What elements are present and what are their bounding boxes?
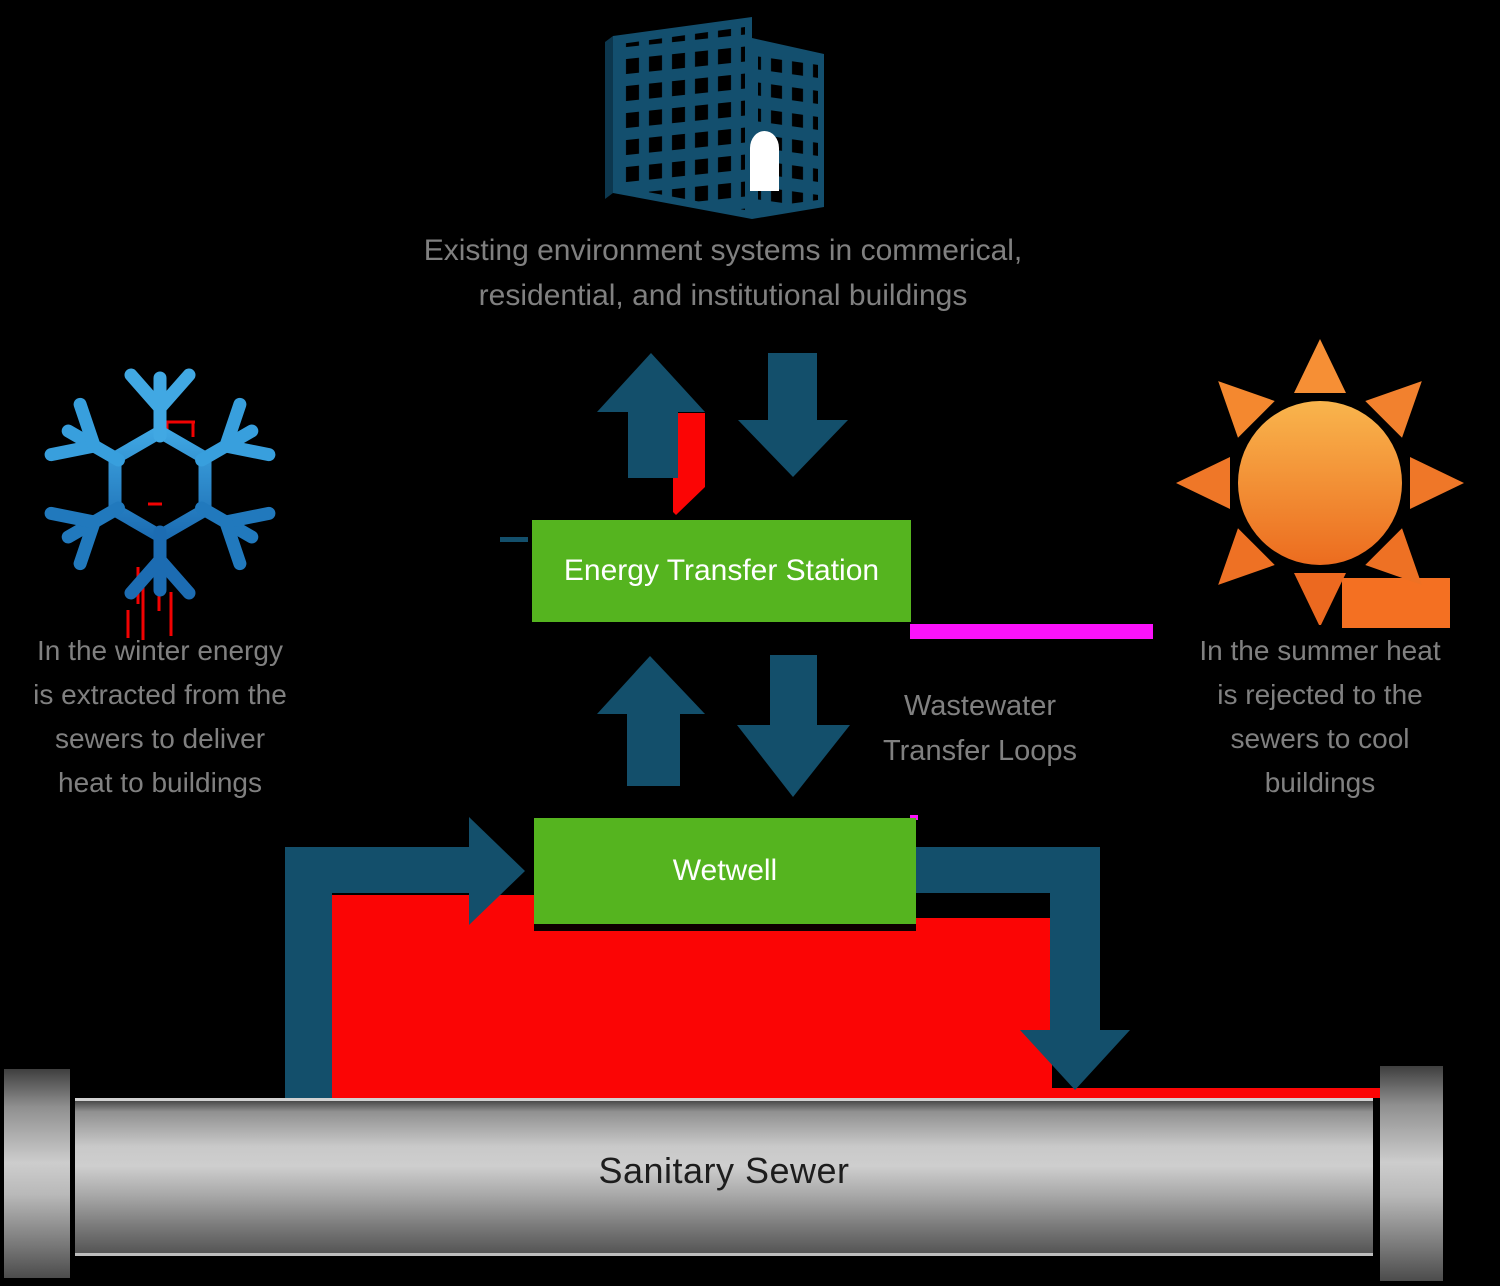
pipe-flange-right xyxy=(1380,1066,1443,1281)
caption-line: residential, and institutional buildings xyxy=(478,279,968,312)
wastewater-loops-label: Wastewater Transfer Loops xyxy=(848,684,1112,774)
snowflake-hexagon xyxy=(108,425,212,543)
orange-artifact xyxy=(1342,578,1450,628)
building-windows xyxy=(620,27,745,210)
sanitary-sewer-pipe xyxy=(75,1098,1373,1256)
caption-line: sewers to deliver xyxy=(54,723,266,754)
arrow-sewer-to-wetwell xyxy=(285,817,525,1098)
pipe-flange-left xyxy=(4,1069,70,1278)
teal-dash-artifact xyxy=(500,537,528,542)
energy-transfer-station-label: Energy Transfer Station xyxy=(563,554,880,587)
arrow-ets-up xyxy=(597,656,705,786)
caption-line: is extracted from the xyxy=(33,679,287,710)
caption-line: Wastewater xyxy=(903,690,1057,722)
building-side-face xyxy=(605,36,613,199)
sanitary-sewer-label: Sanitary Sewer xyxy=(598,1150,850,1191)
magenta-dot-top xyxy=(910,815,918,820)
winter-caption: In the winter energy is extracted from t… xyxy=(8,629,312,805)
summer-caption: In the summer heat is rejected to the se… xyxy=(1168,629,1472,805)
caption-line: In the winter energy xyxy=(37,635,283,666)
sun-icon xyxy=(1176,339,1464,625)
red-strip xyxy=(1052,1088,1410,1098)
caption-line: Transfer Loops xyxy=(883,735,1077,767)
caption-line: sewers to cool xyxy=(1230,723,1410,754)
caption-line: In the summer heat xyxy=(1199,635,1441,666)
red-block xyxy=(330,895,1052,1098)
building-door xyxy=(750,131,779,191)
arrow-ets-down xyxy=(737,655,850,797)
building-caption: Existing environment systems in commeric… xyxy=(350,228,1096,318)
snowflake-icon xyxy=(38,362,283,607)
arrow-building-down xyxy=(738,353,848,477)
wetwell-box: Wetwell xyxy=(534,818,916,924)
red-heat-loop xyxy=(330,413,1410,1098)
caption-line: heat to buildings xyxy=(58,767,262,798)
caption-line: Existing environment systems in commeric… xyxy=(423,234,1023,267)
wetwell-label: Wetwell xyxy=(672,854,778,887)
magenta-artifact xyxy=(910,624,1153,639)
caption-line: buildings xyxy=(1264,767,1376,798)
arrow-building-up xyxy=(597,353,705,478)
red-ribbon xyxy=(673,413,705,515)
sun-disc xyxy=(1238,401,1402,565)
arrow-wetwell-to-sewer xyxy=(915,847,1130,1090)
energy-transfer-station-box: Energy Transfer Station xyxy=(532,520,911,622)
caption-line: is rejected to the xyxy=(1217,679,1423,710)
building-icon xyxy=(605,17,824,219)
